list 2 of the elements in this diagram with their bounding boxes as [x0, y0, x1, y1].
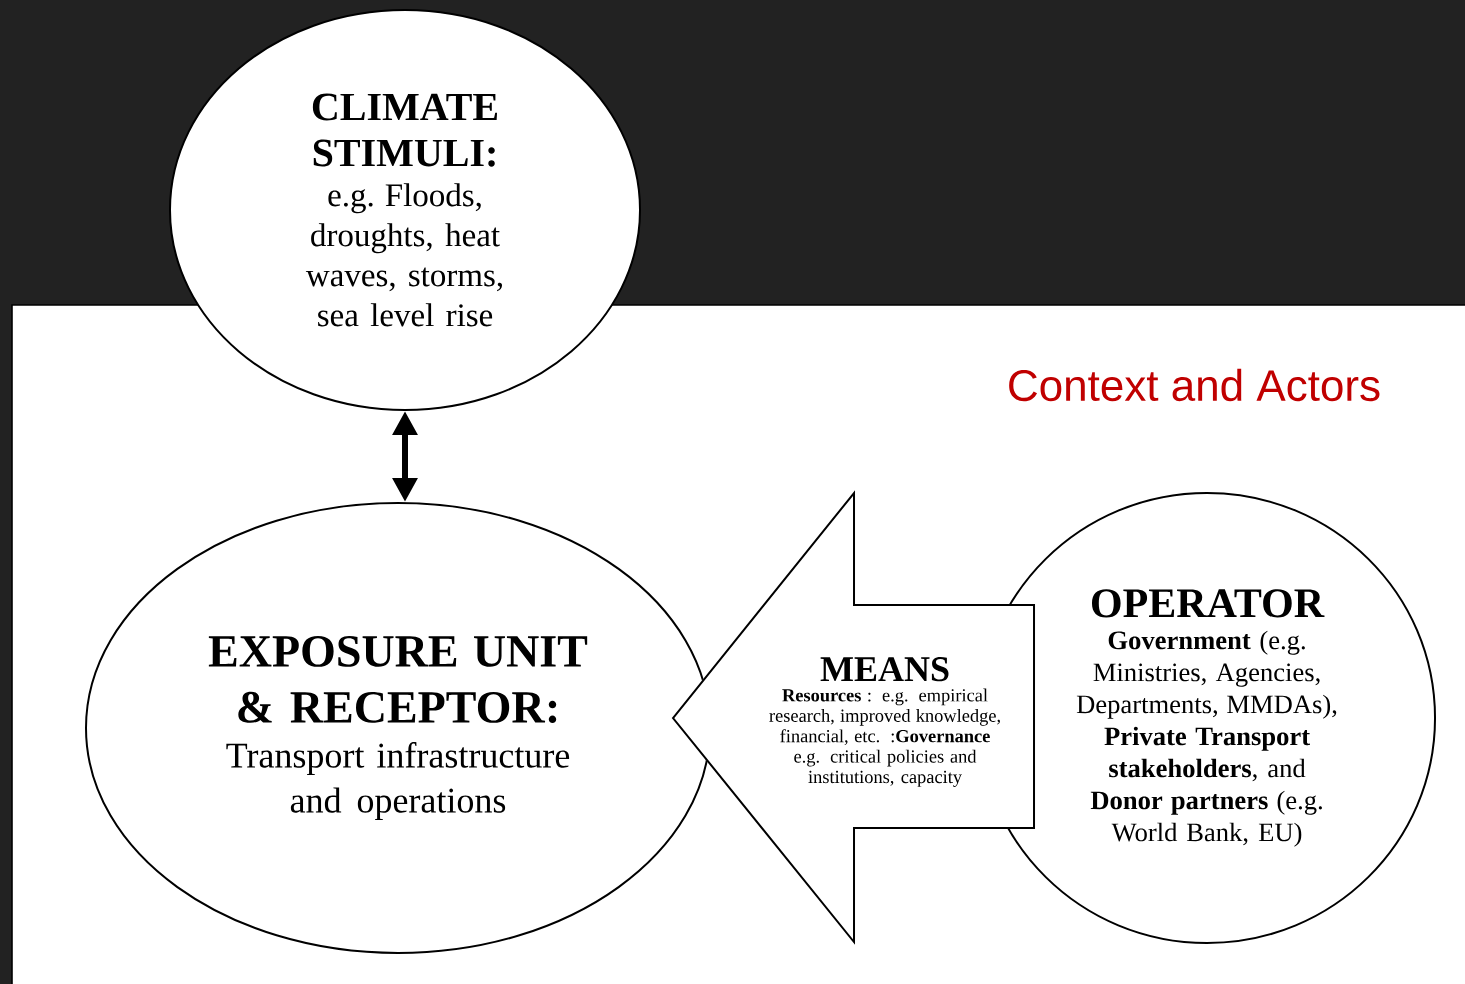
- means-text: MEANS Resources : e.g. empirical research, improved knowledge, financial, etc. :Governance e.g. critical policies and institutions, capacity: [672, 493, 1035, 942]
- context-heading: Context and Actors: [1009, 368, 1380, 402]
